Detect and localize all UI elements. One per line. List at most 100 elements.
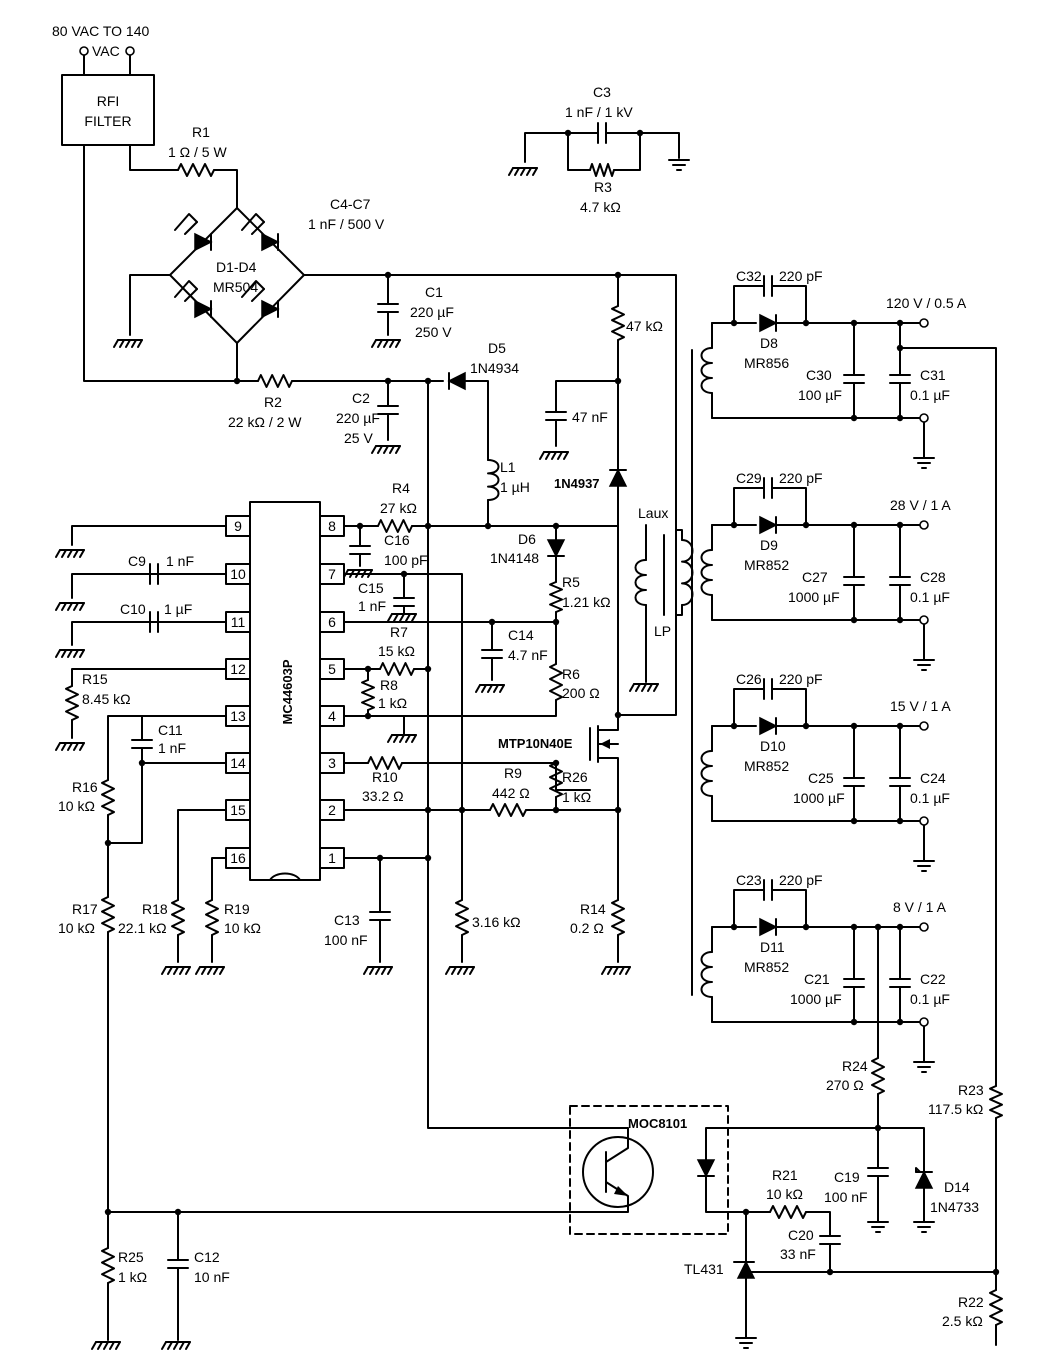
- ic-pin-box: [319, 611, 345, 633]
- wire: [211, 857, 227, 901]
- label: L1: [500, 459, 516, 475]
- label: MR852: [744, 557, 789, 573]
- label: 1 µH: [500, 479, 530, 495]
- ground-symbol: [167, 966, 173, 975]
- label: 220 pF: [779, 872, 823, 888]
- ac-input-label: VAC: [92, 43, 120, 59]
- label: R2: [264, 394, 282, 410]
- wire: [401, 762, 591, 791]
- label: 220 µF: [410, 304, 454, 320]
- label: 1N4937: [554, 476, 600, 491]
- ground-symbol: [185, 1341, 191, 1350]
- inductor-coil: [487, 459, 500, 501]
- zener-bend: [915, 1167, 921, 1173]
- junction-dot: [896, 817, 904, 825]
- ground-symbol: [551, 451, 557, 460]
- label: 4.7 kΩ: [580, 199, 621, 215]
- label: D10: [760, 738, 786, 754]
- diode: [608, 468, 628, 487]
- junction-dot: [552, 806, 560, 814]
- label: 10 kΩ: [58, 798, 95, 814]
- ic-pin-number: 2: [328, 802, 336, 818]
- ground-symbol: [383, 445, 389, 454]
- label: R18: [142, 901, 168, 917]
- label: 28 V / 1 A: [890, 497, 951, 513]
- ic-part-number: MC44603P: [280, 659, 295, 724]
- inductor-coil: [700, 347, 713, 394]
- label: 2.5 kΩ: [942, 1313, 983, 1329]
- label: 3.16 kΩ: [472, 914, 521, 930]
- label: 120 V / 0.5 A: [886, 295, 967, 311]
- ground-symbol: [653, 683, 659, 692]
- resistor: [177, 163, 215, 177]
- ic-pin-number: 10: [230, 566, 246, 582]
- label: 1 µF: [164, 601, 192, 617]
- ic-pin-box: [225, 799, 251, 821]
- ground-symbol: [405, 613, 411, 622]
- junction-dot: [850, 616, 858, 624]
- ground-symbol: [73, 742, 79, 751]
- wire: [771, 285, 807, 324]
- junction-dot: [826, 1268, 834, 1276]
- label: R24: [842, 1058, 868, 1074]
- ic-pin-number: 11: [231, 614, 246, 630]
- label: 22 kΩ / 2 W: [228, 414, 302, 430]
- ground-symbol: [381, 966, 387, 975]
- wire: [733, 487, 765, 526]
- label: C26: [736, 671, 762, 687]
- label: D5: [488, 340, 506, 356]
- snubber-cap: [174, 213, 198, 231]
- resistor: [989, 1085, 1003, 1119]
- ground-symbol: [387, 734, 393, 743]
- ground-symbol: [55, 649, 61, 658]
- label: 1 kΩ: [118, 1269, 147, 1285]
- rfi-filter-box: [61, 74, 155, 146]
- ground-symbol: [393, 734, 399, 743]
- label: 0.1 µF: [910, 790, 950, 806]
- ground-symbol: [399, 613, 405, 622]
- wire: [129, 274, 171, 336]
- diode: [759, 917, 778, 937]
- label: 25 V: [344, 430, 373, 446]
- label: 1 nF: [166, 553, 194, 569]
- snubber-cap: [241, 280, 265, 298]
- resistor: [65, 685, 79, 721]
- ground-symbol: [532, 167, 538, 176]
- junction-dot: [484, 522, 492, 530]
- ground-symbol: [526, 167, 532, 176]
- wire: [567, 132, 591, 171]
- ic-pin-box: [319, 799, 345, 821]
- label: R4: [392, 480, 410, 496]
- ground-symbol: [109, 1341, 115, 1350]
- wire: [343, 699, 557, 717]
- diode: [447, 371, 466, 391]
- ground-symbol: [61, 649, 67, 658]
- label: 10 kΩ: [224, 920, 261, 936]
- resistor: [171, 899, 185, 936]
- junction-dot: [424, 854, 432, 862]
- inductor-coil: [700, 549, 713, 596]
- ground-symbol: [361, 569, 367, 578]
- label: MR852: [744, 758, 789, 774]
- ground-symbol: [115, 1341, 121, 1350]
- ground-symbol: [411, 734, 417, 743]
- ground-symbol: [445, 966, 451, 975]
- ground-symbol: [137, 339, 143, 348]
- ground-symbol: [355, 569, 361, 578]
- label: C20: [788, 1227, 814, 1243]
- ground-symbol: [451, 966, 457, 975]
- ic-pin-number: 3: [328, 755, 336, 771]
- ground-symbol: [377, 339, 383, 348]
- label: D1-D4: [216, 259, 257, 275]
- ground-symbol: [619, 966, 625, 975]
- ground-symbol: [520, 167, 526, 176]
- label: MTP10N40E: [498, 736, 573, 751]
- ic-pin-number: 9: [234, 518, 242, 534]
- resistor: [101, 1247, 115, 1284]
- ground-symbol: [395, 445, 401, 454]
- ground-symbol: [61, 742, 67, 751]
- ic-pin-number: 1: [328, 850, 336, 866]
- ic-pin-box: [319, 515, 345, 537]
- ic-pin-number: 16: [230, 850, 246, 866]
- ic-pin-number: 13: [230, 708, 246, 724]
